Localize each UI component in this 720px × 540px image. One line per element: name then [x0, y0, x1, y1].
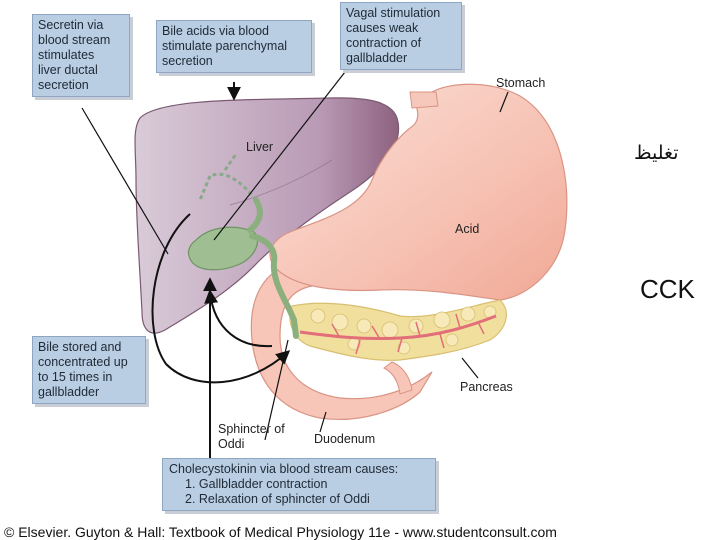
- copyright-credit: © Elsevier. Guyton & Hall: Textbook of M…: [4, 524, 557, 540]
- callout-line: stimulate parenchymal: [162, 39, 288, 53]
- callout-line: concentrated up: [38, 355, 128, 369]
- callout-bile-acids: Bile acids via blood stimulate parenchym…: [156, 20, 312, 73]
- callout-line: liver ductal: [38, 63, 98, 77]
- pancreatic-duct: [299, 314, 497, 341]
- callout-item: 2. Relaxation of sphincter of Oddi: [185, 492, 370, 506]
- callout-line: Secretin via: [38, 18, 104, 32]
- esophagus-shape: [409, 91, 439, 109]
- callout-line: Vagal stimulation: [346, 6, 441, 20]
- callout-line: secretion: [162, 54, 213, 68]
- label-pancreas: Pancreas: [460, 380, 513, 394]
- label-duodenum: Duodenum: [314, 432, 376, 446]
- callout-line: Bile stored and: [38, 340, 122, 354]
- pancreatic-branches: [331, 313, 485, 355]
- callout-line: to 15 times in: [38, 370, 113, 384]
- callout-vagal: Vagal stimulation causes weak contractio…: [340, 2, 462, 70]
- leader-lines: [81, 71, 509, 441]
- label-sphincter-line-2: Oddi: [218, 437, 245, 451]
- stomach-shape: [269, 83, 568, 301]
- callout-line: gallbladder: [346, 51, 408, 65]
- label-sphincter-line-1: Sphincter of: [218, 422, 285, 436]
- liver-fissure: [229, 159, 333, 206]
- callout-secretin: Secretin via blood stream stimulates liv…: [32, 14, 130, 97]
- callout-line: causes weak: [346, 21, 419, 35]
- intrahepatic-ducts: [198, 153, 258, 201]
- label-stomach: Stomach: [496, 76, 546, 90]
- callout-line: contraction of: [346, 36, 422, 50]
- callout-line: Bile acids via blood: [162, 24, 270, 38]
- side-text-arabic: تغلیظ: [634, 142, 679, 164]
- bile-duct: [247, 197, 299, 339]
- callout-title: Cholecystokinin via blood stream causes:: [169, 462, 399, 476]
- callout-cholecystokinin: Cholecystokinin via blood stream causes:…: [162, 458, 436, 511]
- label-acid: Acid: [455, 222, 480, 236]
- pancreas-lobules: [310, 305, 497, 355]
- callout-bile-stored: Bile stored and concentrated up to 15 ti…: [32, 336, 146, 404]
- gallbladder-shape: [187, 226, 259, 271]
- callout-line: blood stream: [38, 33, 111, 47]
- side-text-cck: CCK: [640, 274, 695, 304]
- label-liver: Liver: [246, 140, 274, 154]
- duodenum-shape: [250, 261, 433, 420]
- flow-arrows: [151, 82, 291, 458]
- duodenum-tail: [383, 361, 413, 395]
- callout-line: gallbladder: [38, 385, 100, 399]
- callout-line: stimulates: [38, 48, 95, 62]
- callout-item: 1. Gallbladder contraction: [185, 477, 328, 491]
- callout-line: secretion: [38, 78, 89, 92]
